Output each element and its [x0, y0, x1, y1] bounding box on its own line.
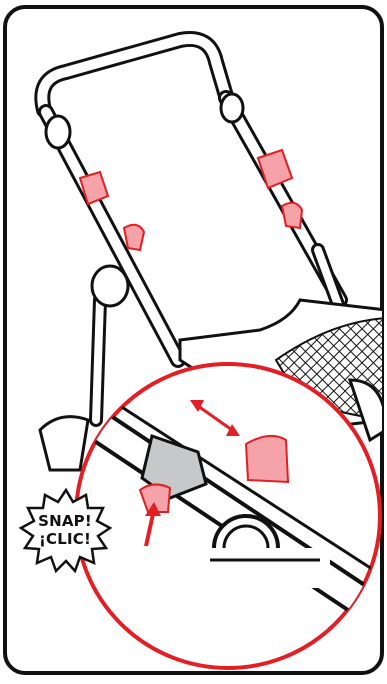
left-hinge — [46, 116, 70, 148]
right-tab-highlight — [282, 203, 302, 228]
snap-callout-line-1: SNAP! — [22, 512, 108, 530]
left-tab-highlight — [124, 225, 144, 250]
left-wheel-hub — [92, 266, 128, 306]
snap-callout-line-2: ¡CLIC! — [22, 530, 108, 548]
pink-tab — [246, 436, 288, 482]
right-hinge — [221, 94, 243, 122]
snap-callout: SNAP! ¡CLIC! — [22, 512, 108, 548]
